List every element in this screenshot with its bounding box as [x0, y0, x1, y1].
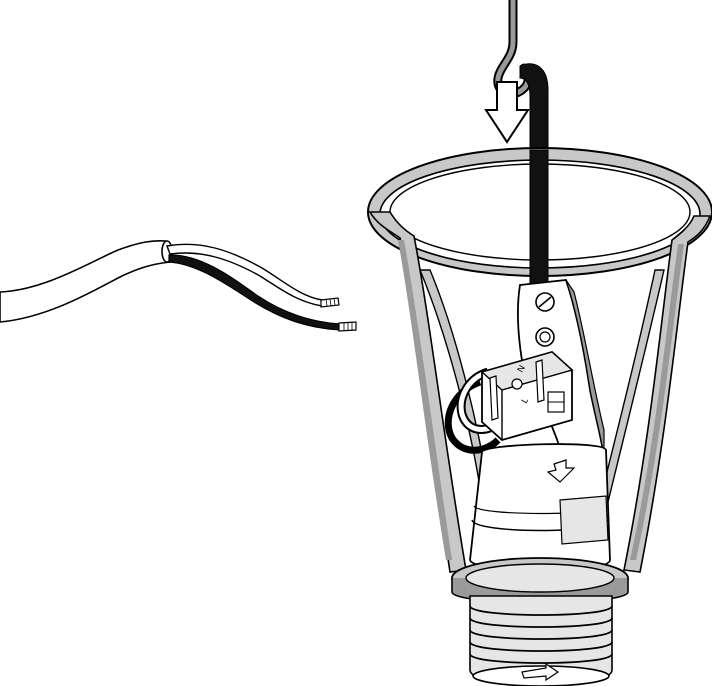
white-core-wire — [167, 244, 322, 306]
ceiling-hook-icon — [498, 0, 528, 94]
white-core-tip — [321, 298, 339, 307]
frame-left-strut-shade — [398, 240, 452, 560]
suspension-cable-front — [530, 150, 548, 292]
bracket-screw-middle — [536, 328, 554, 346]
bracket-screw-top — [536, 293, 554, 311]
frame-right-strut — [624, 216, 710, 572]
stripped-two-core-cable-icon — [0, 241, 356, 331]
cable-sheath — [0, 241, 170, 322]
threaded-sleeve — [470, 596, 612, 686]
black-core-tip — [339, 322, 356, 331]
lamp-socket-body — [470, 444, 610, 570]
pendant-lamp-socket-icon: N L — [368, 148, 712, 686]
